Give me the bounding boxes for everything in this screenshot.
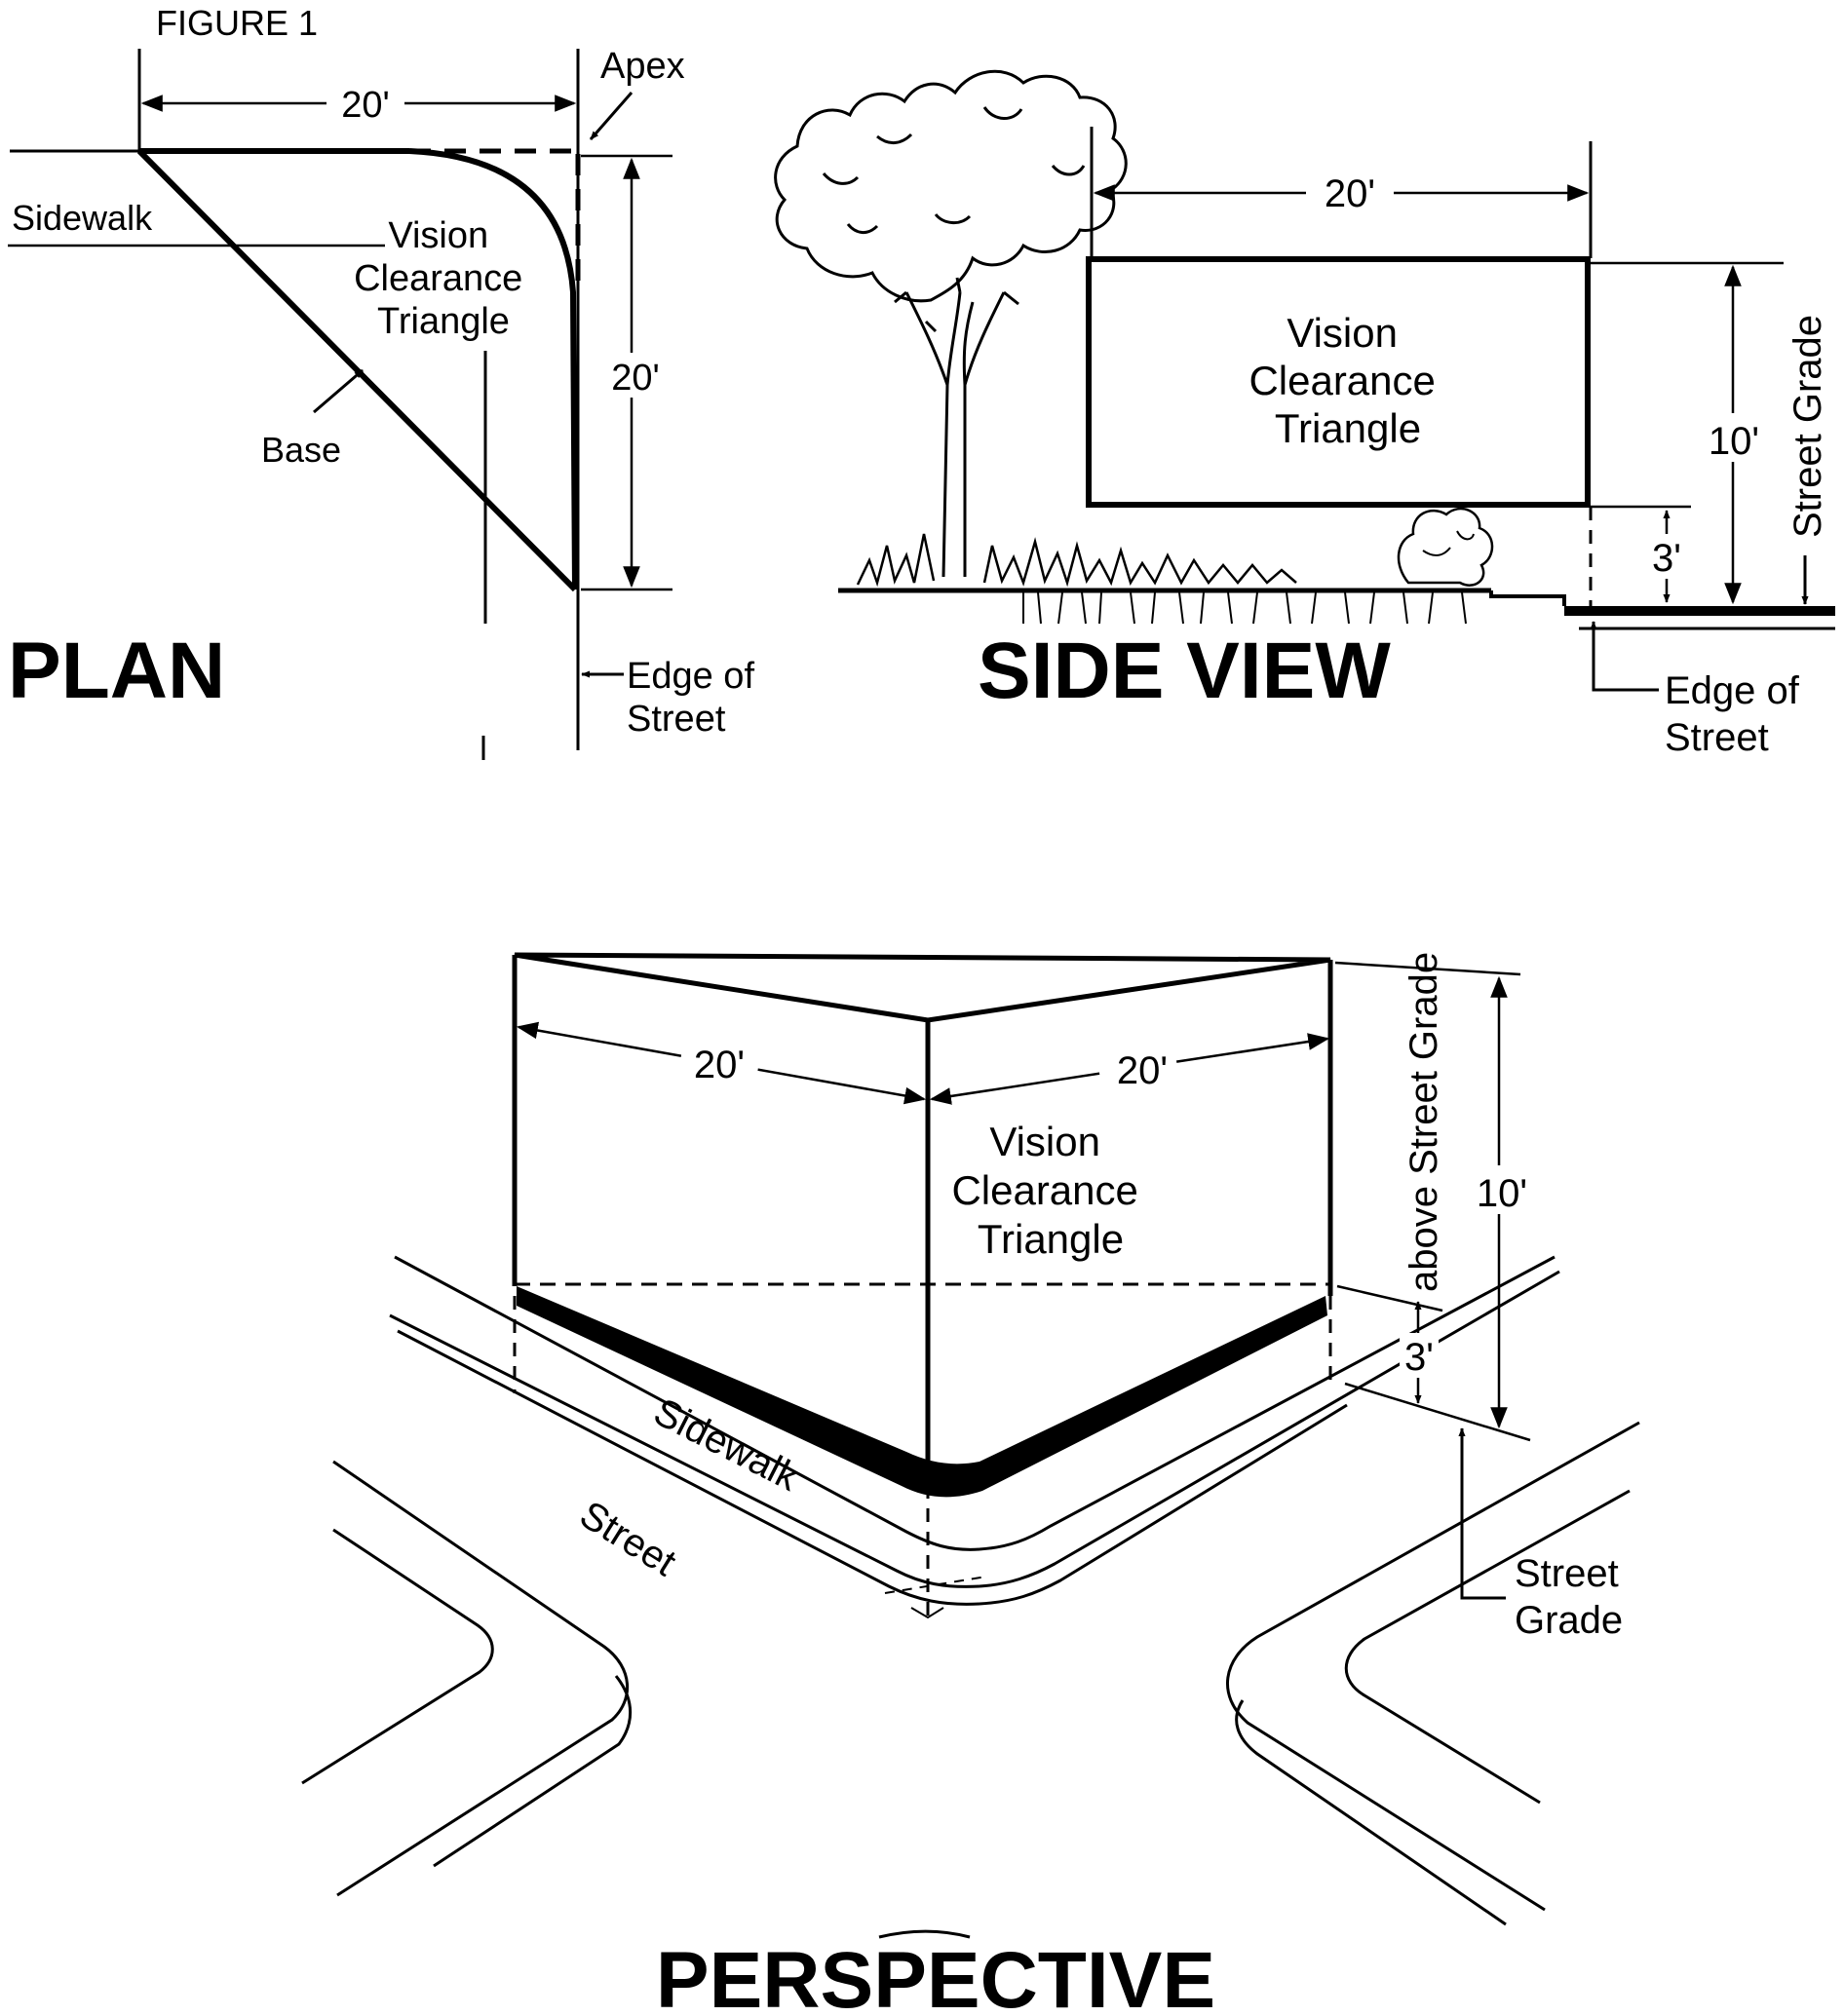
- plan-view: 20' Sidewalk 20' Apex Vision Clearance T…: [8, 46, 765, 760]
- plan-dim-side: 20': [611, 358, 660, 399]
- side-view: 20' Vision Clearance Triangle 10' 3' Str…: [774, 69, 1835, 759]
- perspective-base-edge: [517, 1286, 1327, 1498]
- plan-heading: PLAN: [8, 627, 225, 715]
- side-dim-clearance: 3': [1652, 537, 1681, 580]
- perspective-view: 20' 20' Vision Clearance Triangle 10' 3'…: [301, 952, 1640, 2016]
- plan-curb-curve: [408, 148, 578, 590]
- tree-illustration: [774, 69, 1128, 578]
- plan-triangle-label: Vision Clearance Triangle: [354, 215, 533, 342]
- side-edge-label: Edge of Street: [1665, 669, 1810, 759]
- plan-base-line: [136, 148, 578, 592]
- perspective-above-grade-label: above Street Grade: [1402, 952, 1445, 1292]
- plan-apex-label: Apex: [600, 46, 685, 87]
- figure-label: FIGURE 1: [156, 3, 318, 43]
- plan-base-arrow: [313, 368, 364, 414]
- side-dim-height: 10': [1709, 420, 1759, 463]
- perspective-heading: PERSPECTIVE: [656, 1936, 1215, 2016]
- shrubs-illustration: [856, 507, 1494, 625]
- perspective-street-label: Street: [572, 1493, 683, 1584]
- plan-base-label: Base: [261, 430, 341, 470]
- perspective-top-face: [514, 952, 1331, 1023]
- side-edge-arrow: [1590, 621, 1659, 692]
- plan-apex-arrow: [589, 92, 634, 140]
- perspective-dim-right: 20': [1117, 1049, 1168, 1092]
- side-dim-width: 20': [1325, 172, 1375, 215]
- plan-sidewalk-label: Sidewalk: [12, 198, 153, 238]
- perspective-dim-left: 20': [694, 1044, 745, 1086]
- perspective-triangle-label: Vision Clearance Triangle: [951, 1119, 1149, 1262]
- plan-edge-label: Edge of Street: [627, 656, 765, 740]
- perspective-dim-height: 10': [1477, 1172, 1527, 1215]
- perspective-street-grade-arrow: [1458, 1427, 1506, 1600]
- perspective-streets: [301, 1255, 1640, 1926]
- side-triangle-box: [1086, 256, 1591, 508]
- side-street-grade-label: Street Grade: [1786, 315, 1829, 538]
- side-triangle-label: Vision Clearance Triangle: [1249, 310, 1446, 451]
- side-view-heading: SIDE VIEW: [978, 627, 1391, 715]
- plan-dim-top: 20': [341, 85, 390, 126]
- perspective-dim-clearance: 3': [1404, 1336, 1434, 1379]
- perspective-street-grade-label: Street Grade: [1515, 1552, 1630, 1642]
